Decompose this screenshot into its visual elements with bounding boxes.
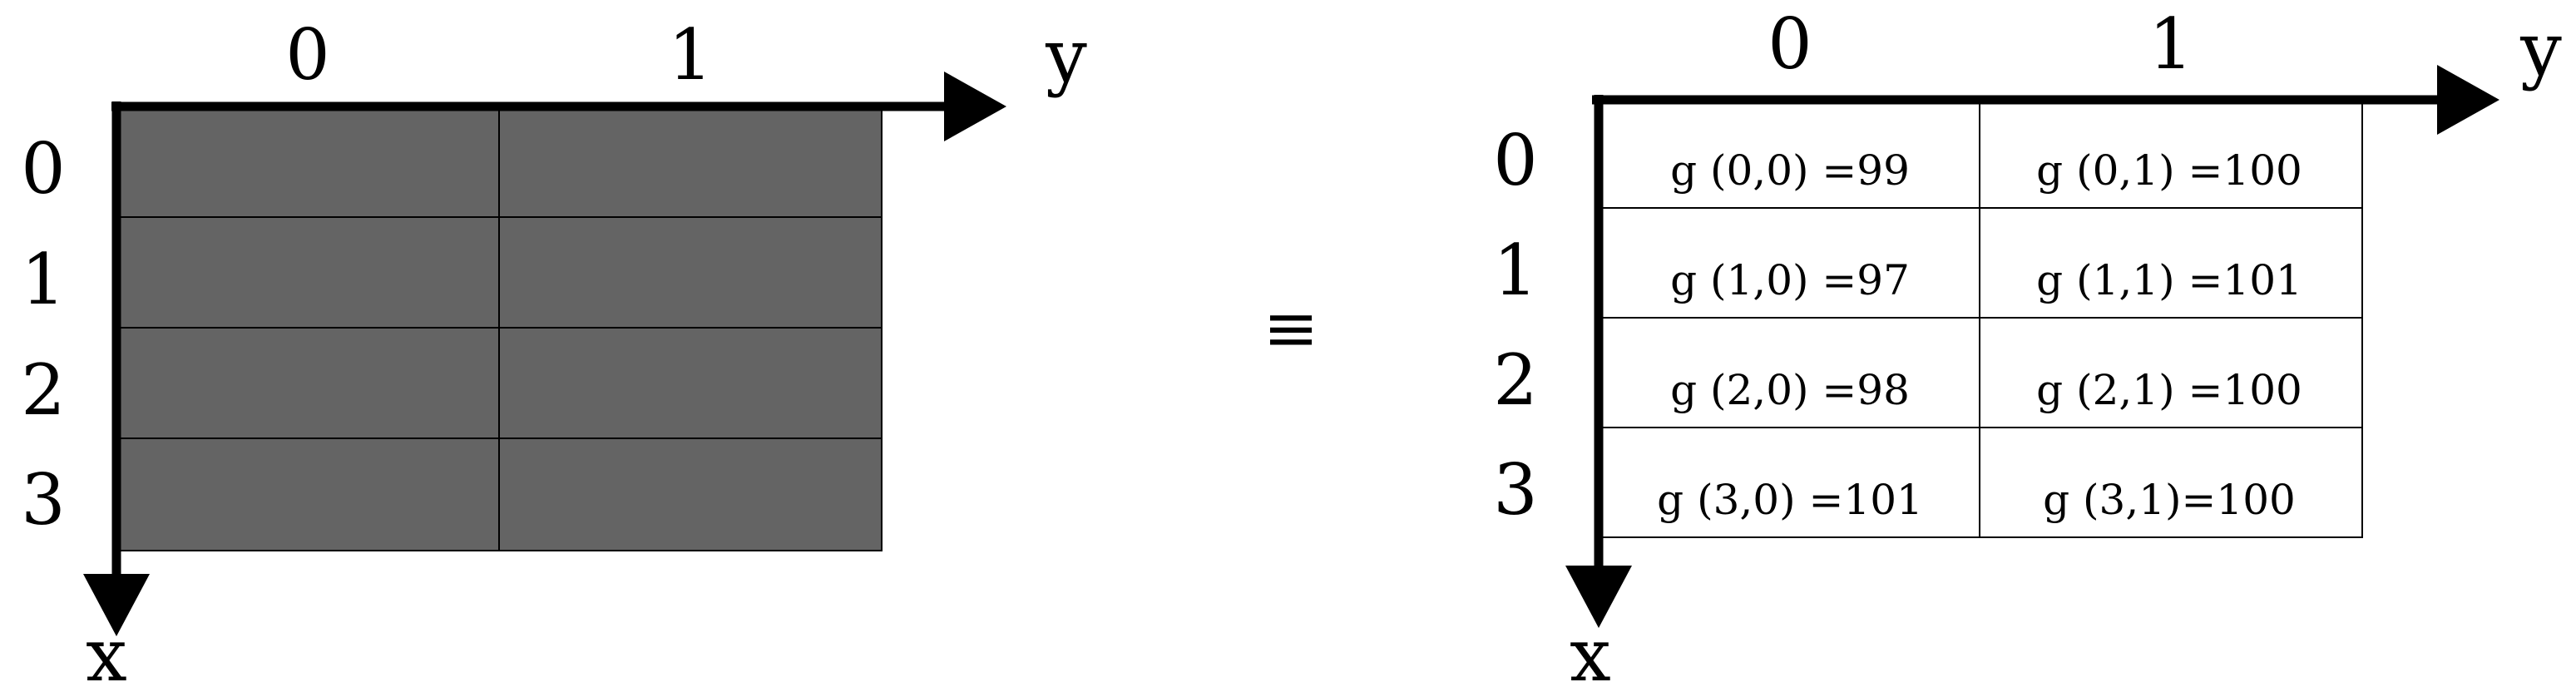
right-row-label: 3 (1493, 449, 1537, 531)
right-cell-value: g (1,1) =101 (2036, 256, 2302, 304)
left-pixel-2-1 (498, 327, 883, 439)
left-pixel-1-1 (498, 216, 883, 329)
left-column-label: 0 (285, 14, 329, 96)
right-cell-value: g (2,1) =100 (2036, 366, 2302, 414)
right-x-axis-arrowhead (1565, 566, 1632, 628)
left-column-label: 1 (668, 14, 712, 96)
right-column-label: 1 (2148, 3, 2193, 85)
right-value-grid: g (0,0) =99 g (0,1) =100 g (1,0) =97 g (… (1493, 3, 2562, 692)
left-pixel-0-0 (116, 106, 500, 218)
right-cell-value: g (1,0) =97 (1670, 256, 1910, 304)
right-cell-value: g (2,0) =98 (1670, 366, 1910, 414)
left-row-label: 2 (21, 349, 65, 431)
right-cell-value: g (0,0) =99 (1670, 146, 1910, 195)
right-cell-value: g (3,0) =101 (1657, 476, 1923, 524)
left-pixel-2-0 (116, 327, 500, 439)
left-row-label: 0 (21, 128, 65, 210)
left-x-axis-label: x (86, 612, 127, 689)
left-pixel-grid: 0 1 0 1 2 3 y x (21, 13, 1087, 692)
left-pixel-3-1 (498, 437, 883, 551)
left-pixel-0-1 (498, 106, 883, 218)
left-row-label: 3 (21, 459, 65, 541)
right-row-label: 2 (1493, 339, 1537, 421)
left-y-axis-label: y (1045, 13, 1087, 99)
right-column-label: 0 (1768, 3, 1812, 85)
equivalence-symbol: ≡ (1263, 289, 1318, 367)
left-pixel-3-0 (116, 437, 500, 551)
left-x-axis-arrowhead (83, 574, 150, 636)
right-cell-value: g (3,1)=100 (2043, 476, 2296, 524)
right-y-axis-label: y (2519, 7, 2562, 92)
right-x-axis-label: x (1570, 612, 1611, 689)
left-pixel-1-0 (116, 216, 500, 329)
left-row-label: 1 (21, 239, 65, 320)
right-cell-box-3-1 (1979, 427, 2363, 538)
right-y-axis-arrowhead (2437, 65, 2499, 135)
right-cell-value: g (0,1) =100 (2036, 146, 2302, 195)
right-row-label: 1 (1493, 230, 1537, 311)
right-row-label: 0 (1493, 120, 1537, 201)
left-y-axis-arrowhead (944, 72, 1006, 141)
